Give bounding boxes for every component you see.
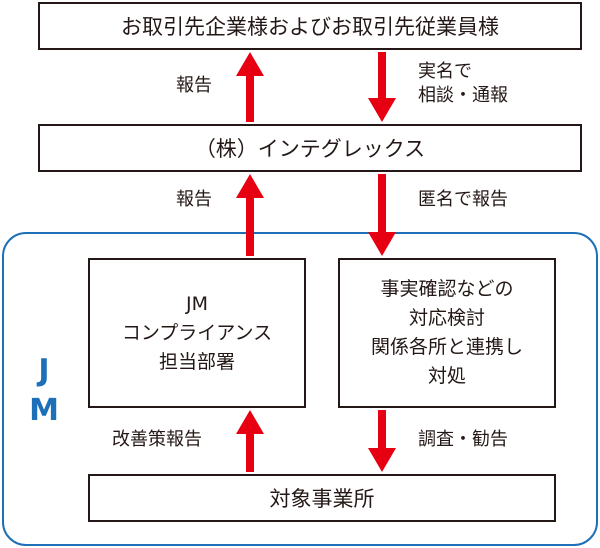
fact-check-line-1: 事実確認などの (380, 278, 514, 300)
arrow-up-jm-to-integrex (236, 174, 264, 256)
arrow-down-integrex-to-factcheck (368, 174, 396, 256)
fact-check-line-3: 関係各所と連携し (370, 336, 523, 358)
label-report-mid: 報告 (176, 189, 212, 210)
label-report-top: 報告 (176, 75, 212, 96)
label-named-consult-line-1: 実名で (418, 61, 472, 82)
arrow-down-factcheck-to-office (368, 410, 396, 472)
fact-check-line-4: 対処 (427, 365, 466, 387)
integrex-label: （株）インテグレックス (194, 137, 426, 161)
integrex-box: （株）インテグレックス (38, 124, 582, 172)
arrow-down-partners-to-integrex (368, 52, 396, 122)
jm-compliance-line-1: JM (186, 292, 208, 315)
partners-box: お取引先企業様およびお取引先従業員様 (38, 2, 582, 50)
target-office-label: 対象事業所 (269, 487, 375, 511)
arrow-up-office-to-jm (236, 410, 264, 472)
fact-check-box: 事実確認などの 対応検討 関係各所と連携し 対処 (338, 258, 556, 408)
target-office-box: 対象事業所 (88, 474, 556, 522)
label-named-consult: 実名で 相談・通報 (418, 60, 508, 108)
jm-compliance-line-2: コンプライアンス (121, 321, 273, 344)
jm-label-j: J (38, 353, 50, 388)
label-improvement-report: 改善策報告 (112, 429, 202, 450)
jm-compliance-box: JM コンプライアンス 担当部署 (88, 258, 306, 408)
label-anon-report: 匿名で報告 (418, 189, 508, 210)
fact-check-line-2: 対応検討 (408, 307, 485, 329)
arrow-up-integrex-to-partners (236, 52, 264, 122)
jm-compliance-line-3: 担当部署 (158, 350, 235, 373)
label-named-consult-line-2: 相談・通報 (418, 85, 508, 106)
jm-region (2, 232, 598, 546)
jm-label-m: M (29, 393, 59, 428)
partners-label: お取引先企業様およびお取引先従業員様 (121, 15, 499, 39)
label-investigation: 調査・勧告 (418, 429, 508, 450)
